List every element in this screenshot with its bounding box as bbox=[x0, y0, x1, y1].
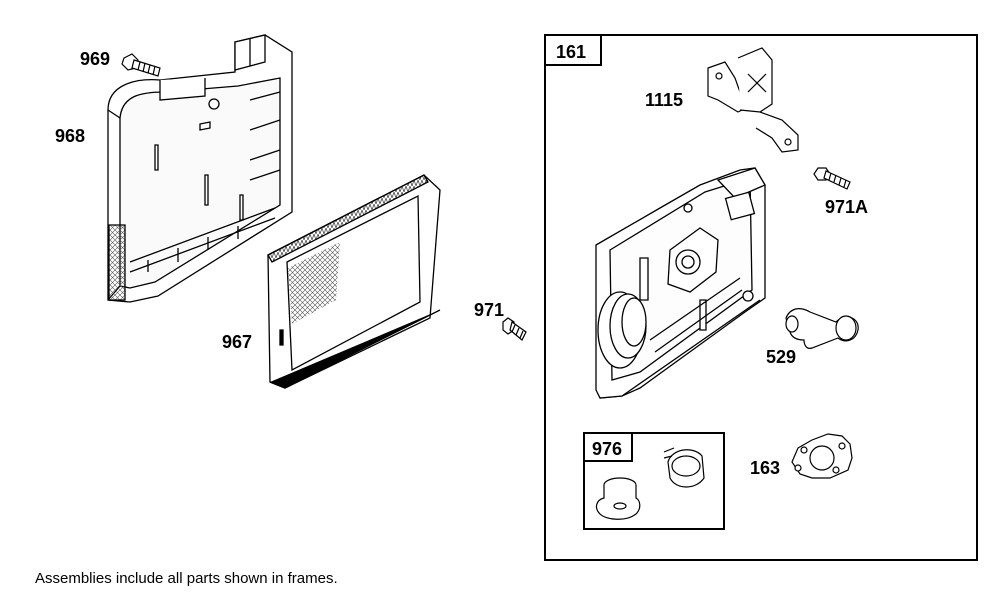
label-971a: 971A bbox=[825, 197, 868, 217]
label-967: 967 bbox=[222, 332, 252, 352]
label-1115: 1115 bbox=[645, 90, 683, 110]
bracket-1115-drawing bbox=[708, 48, 798, 152]
label-969: 969 bbox=[80, 49, 110, 69]
footnote: Assemblies include all parts shown in fr… bbox=[35, 570, 338, 587]
screw-971-drawing bbox=[503, 318, 526, 340]
label-163: 163 bbox=[750, 458, 780, 478]
air-filter-967-drawing bbox=[268, 175, 440, 388]
label-161: 161 bbox=[556, 42, 586, 62]
label-968: 968 bbox=[55, 126, 85, 146]
label-976: 976 bbox=[592, 439, 622, 459]
bushing-976-drawing bbox=[597, 448, 704, 519]
assembly-frame-976 bbox=[583, 432, 725, 530]
air-cleaner-cover-968-drawing bbox=[108, 35, 292, 302]
gasket-163-drawing bbox=[792, 434, 852, 478]
label-529: 529 bbox=[766, 347, 796, 367]
air-cleaner-base-drawing bbox=[596, 168, 765, 398]
screw-971a-drawing bbox=[814, 168, 850, 189]
screw-969-drawing bbox=[122, 54, 160, 76]
label-971: 971 bbox=[474, 300, 504, 320]
elbow-529-drawing bbox=[786, 309, 858, 349]
assembly-frame-161 bbox=[544, 34, 978, 561]
